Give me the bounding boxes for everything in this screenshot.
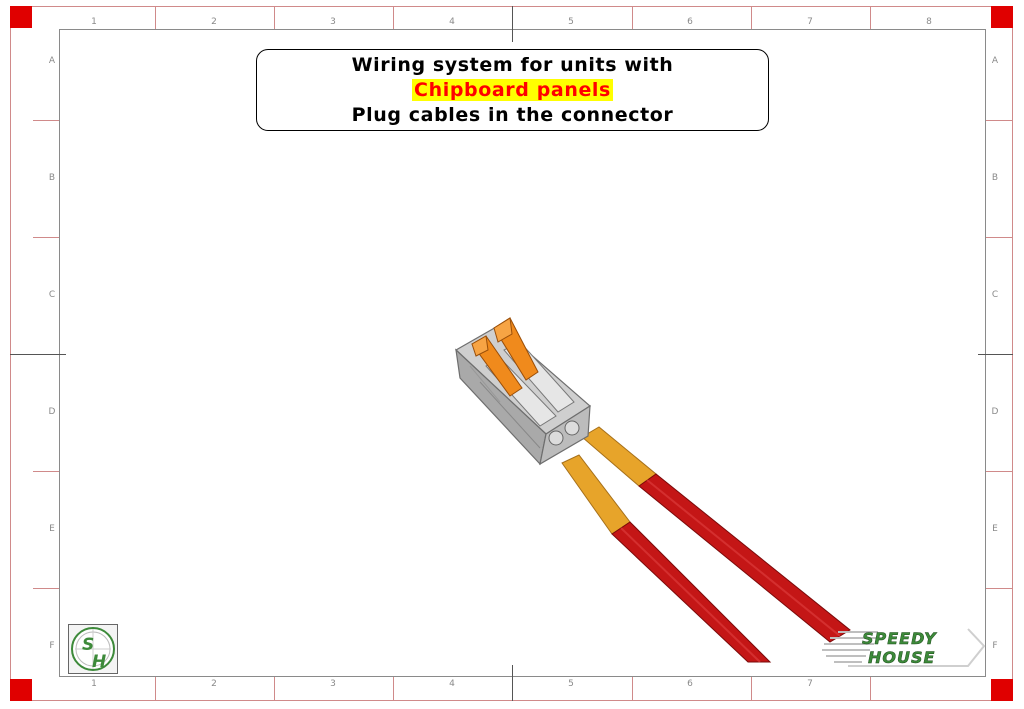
column-label: 8 <box>926 17 932 27</box>
row-label: B <box>991 173 999 183</box>
outer-border <box>10 6 1013 701</box>
svg-text:HOUSE: HOUSE <box>868 648 935 667</box>
column-label: 2 <box>211 17 217 27</box>
row-tick <box>986 471 1013 472</box>
col-tick <box>632 677 633 701</box>
row-label: F <box>49 641 55 651</box>
column-label: 7 <box>807 679 813 689</box>
column-label: 4 <box>449 17 455 27</box>
row-label: E <box>49 524 55 534</box>
row-label: B <box>48 173 56 183</box>
column-label: 3 <box>330 17 336 27</box>
svg-text:S: S <box>82 635 94 655</box>
row-label: A <box>991 56 999 66</box>
row-label: A <box>48 56 56 66</box>
cable-1 <box>581 426 851 643</box>
col-tick <box>155 677 156 701</box>
column-label: 5 <box>568 679 574 689</box>
title-line-3: Plug cables in the connector <box>351 104 674 126</box>
row-label: F <box>992 641 998 651</box>
svg-text:SPEEDY: SPEEDY <box>862 629 937 648</box>
col-tick <box>632 6 633 29</box>
sh-monogram-icon: S H <box>68 624 118 674</box>
column-label: 2 <box>211 679 217 689</box>
row-tick <box>33 120 59 121</box>
col-tick <box>155 6 156 29</box>
row-tick <box>986 588 1013 589</box>
column-label: 6 <box>687 679 693 689</box>
column-label: 5 <box>568 17 574 27</box>
column-label: 1 <box>91 17 97 27</box>
lever-connector <box>454 317 592 466</box>
column-label: 7 <box>807 17 813 27</box>
column-label: 3 <box>330 679 336 689</box>
title-line-2: Chipboard panels <box>257 79 768 101</box>
row-label: D <box>48 407 56 417</box>
center-mark-left <box>10 354 66 355</box>
cable-2 <box>561 454 772 663</box>
corner-mark-bottom-left <box>10 679 32 701</box>
column-label: 1 <box>91 679 97 689</box>
column-label: 4 <box>449 679 455 689</box>
center-mark-bottom <box>512 665 513 701</box>
center-mark-right <box>978 354 1013 355</box>
row-tick <box>986 120 1013 121</box>
row-label: C <box>48 290 56 300</box>
title-block: Wiring system for units with Chipboard p… <box>256 49 769 131</box>
row-label: C <box>991 290 999 300</box>
row-tick <box>33 237 59 238</box>
col-tick <box>870 6 871 29</box>
corner-mark-bottom-right <box>991 679 1013 701</box>
col-tick <box>870 677 871 701</box>
title-highlight: Chipboard panels <box>412 79 613 101</box>
row-tick <box>33 471 59 472</box>
row-label: E <box>992 524 998 534</box>
drawing-area-border <box>59 29 986 677</box>
corner-mark-top-right <box>991 6 1013 28</box>
row-tick <box>33 588 59 589</box>
col-tick <box>751 677 752 701</box>
title-line-1: Wiring system for units with <box>351 54 674 76</box>
connector-illustration <box>454 317 870 670</box>
column-label: 6 <box>687 17 693 27</box>
col-tick <box>393 6 394 29</box>
row-label: D <box>991 407 999 417</box>
col-tick <box>751 6 752 29</box>
row-tick <box>986 237 1013 238</box>
col-tick <box>393 677 394 701</box>
svg-text:H: H <box>92 652 106 672</box>
col-tick <box>274 6 275 29</box>
col-tick <box>274 677 275 701</box>
speedy-house-logo-icon: SPEEDY HOUSE <box>818 626 988 668</box>
corner-mark-top-left <box>10 6 32 28</box>
center-mark-top <box>512 6 513 42</box>
